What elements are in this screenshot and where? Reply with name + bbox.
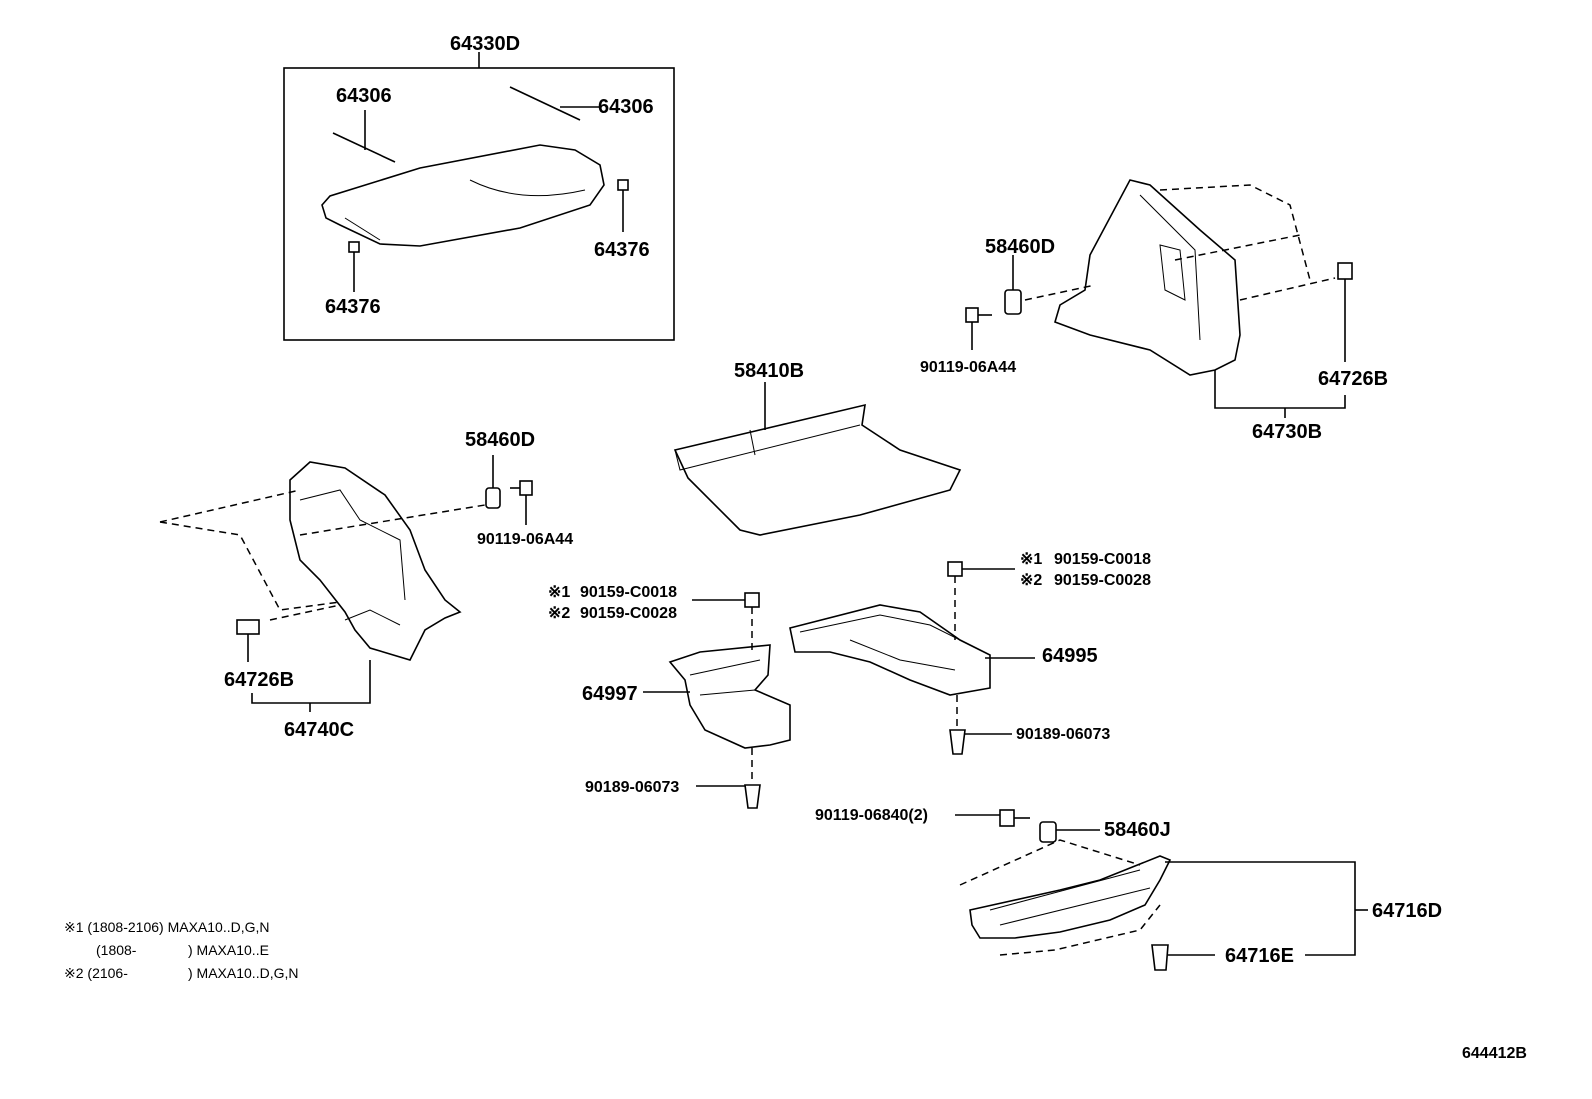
label-90159-C0028-left: 90159-C0028	[580, 605, 677, 622]
applicability-notes: ※1 (1808-2106) MAXA10..D,G,N (1808- ) MA…	[64, 919, 298, 981]
floor-mat	[673, 403, 962, 536]
label-64716D: 64716D	[1372, 900, 1442, 922]
mark2-right: ※2	[1020, 572, 1042, 589]
label-64995: 64995	[1042, 645, 1098, 667]
label-64376-right: 64376	[594, 239, 650, 261]
mark1-left: ※1	[548, 584, 570, 601]
note-row-3-code: ) MAXA10..D,G,N	[188, 965, 298, 981]
nut-58460D-right	[1004, 289, 1022, 315]
label-90119-06840: 90119-06840(2)	[815, 807, 928, 824]
figure-code: 644412B	[1462, 1045, 1527, 1062]
right-side-trim	[1054, 179, 1241, 376]
label-64716E: 64716E	[1225, 945, 1294, 967]
luggage-box-64997	[668, 644, 791, 749]
label-58460D-right: 58460D	[985, 236, 1055, 258]
screw-90159-left	[744, 592, 760, 608]
label-58410B: 58410B	[734, 360, 804, 382]
label-64726B-right: 64726B	[1318, 368, 1388, 390]
tonneau-cover	[321, 144, 605, 247]
label-64730B: 64730B	[1252, 421, 1322, 443]
clip-64726B-left	[236, 619, 260, 635]
nut-58460D-left	[485, 487, 501, 509]
tonneau-cover-group: 64330D 64306 64306 64376 64376	[283, 33, 675, 341]
clip-64716E	[1151, 944, 1169, 971]
label-64330D: 64330D	[450, 33, 520, 55]
right-side-trim-group: 58460D 90119-06A44 64726B 64730B	[920, 179, 1388, 443]
label-58460D-left: 58460D	[465, 429, 535, 451]
bolt-90119-left	[519, 480, 533, 496]
label-90189-06073-right: 90189-06073	[1016, 726, 1110, 743]
screw-90159-right	[947, 561, 963, 577]
clip-64726B-right	[1337, 262, 1353, 280]
label-90189-06073-left: 90189-06073	[585, 779, 679, 796]
note-row-2-code: ) MAXA10..E	[188, 942, 269, 958]
nut-58460J	[1039, 821, 1057, 843]
label-64997: 64997	[582, 683, 638, 705]
clip-64376-left	[348, 241, 360, 253]
rear-plate-group: 90119-06840(2) 58460J 64716E 64716D	[815, 807, 1442, 971]
luggage-box-left-group: ※1 90159-C0018 ※2 90159-C0028 64997 9018…	[548, 584, 791, 809]
label-64376-left: 64376	[325, 296, 381, 318]
luggage-box-64995	[789, 604, 991, 696]
note-row-1: ※1 (1808-2106) MAXA10..D,G,N	[64, 919, 270, 935]
clip-90189-left	[744, 784, 761, 809]
label-64740C: 64740C	[284, 719, 354, 741]
left-side-trim-group: 58460D 90119-06A44 64726B 64740C	[159, 429, 573, 741]
luggage-box-right-group: ※1 90159-C0018 ※2 90159-C0028 64995 9018…	[789, 551, 1151, 755]
rod-left	[332, 132, 396, 163]
left-side-trim	[289, 461, 462, 661]
label-90159-C0018-right: 90159-C0018	[1054, 551, 1151, 568]
label-58460J: 58460J	[1104, 819, 1171, 841]
note-row-3-range: ※2 (2106-	[64, 965, 128, 981]
label-64726B-left: 64726B	[224, 669, 294, 691]
clip-90189-right	[949, 729, 966, 755]
label-90119-06A44-right: 90119-06A44	[920, 359, 1016, 376]
label-64306-right: 64306	[598, 96, 654, 118]
label-90159-C0018-left: 90159-C0018	[580, 584, 677, 601]
label-64306-left: 64306	[336, 85, 392, 107]
floor-mat-group: 58410B	[673, 360, 962, 536]
bolt-90119-right	[965, 307, 979, 323]
mark1-right: ※1	[1020, 551, 1042, 568]
note-row-2-range: (1808-	[96, 942, 137, 958]
bolt-90119-06840	[999, 809, 1015, 827]
rear-floor-plate	[969, 855, 1172, 939]
mark2-left: ※2	[548, 605, 570, 622]
clip-64376-right	[617, 179, 629, 191]
rod-right	[509, 86, 581, 121]
label-90159-C0028-right: 90159-C0028	[1054, 572, 1151, 589]
label-90119-06A44-left: 90119-06A44	[477, 531, 573, 548]
